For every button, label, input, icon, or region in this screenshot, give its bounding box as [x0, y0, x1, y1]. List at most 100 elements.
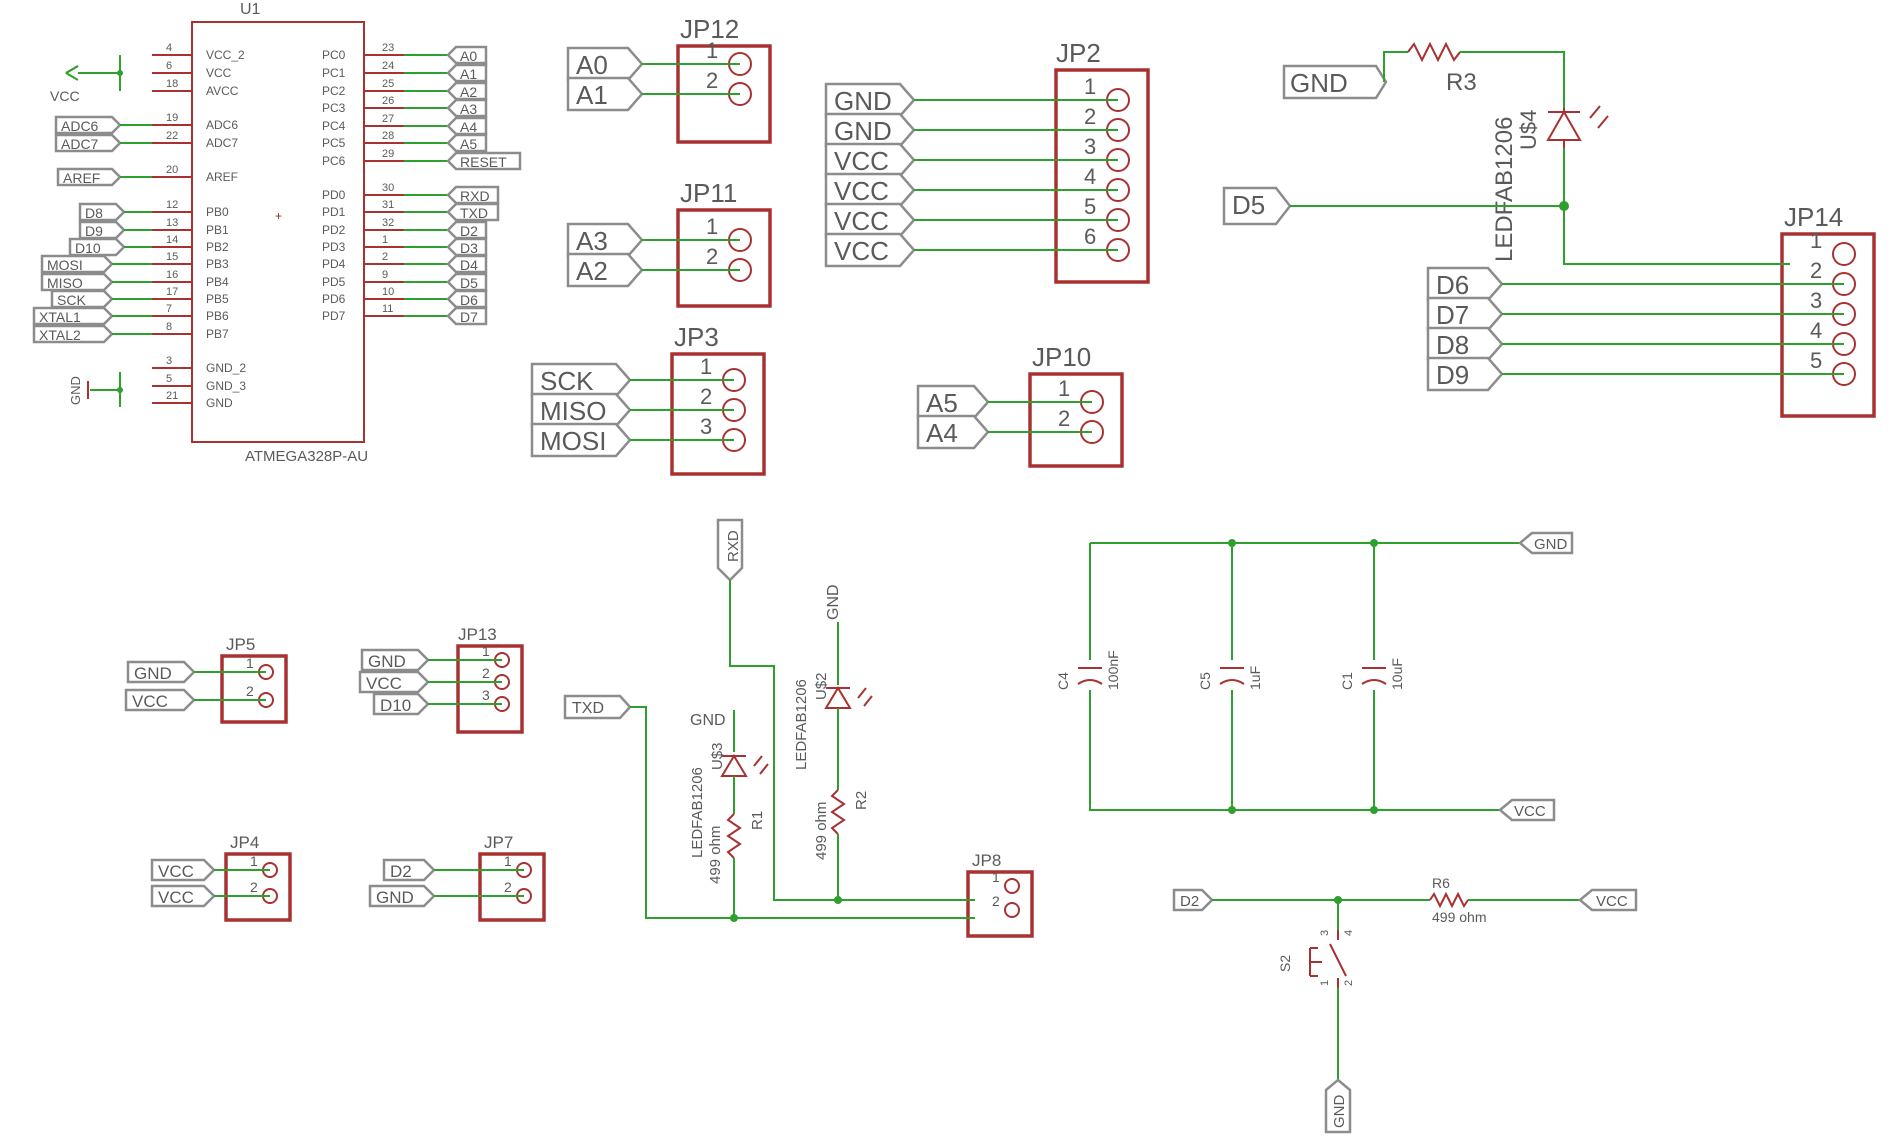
u1-ref: U1: [240, 1, 261, 18]
u1-pin-num: 18: [166, 78, 178, 90]
header-pin-num: 2: [706, 244, 718, 269]
u1-pin-num: 24: [382, 60, 394, 72]
header-pin-num: 1: [700, 354, 712, 379]
net-tag-a0: A0: [576, 50, 608, 80]
u2-name: LEDFAB1206: [793, 679, 810, 770]
header-pin-num: 6: [1084, 224, 1096, 249]
net-tag-a0: A0: [460, 48, 477, 64]
u1-pin-num: 21: [166, 390, 178, 402]
header-pin-num: 5: [1810, 348, 1822, 373]
u1-pin-num: 8: [166, 321, 172, 333]
net-tag-vcc: VCC: [834, 236, 889, 266]
u1-pin-name: PB7: [206, 327, 229, 341]
u1-pin-name: PB6: [206, 309, 229, 323]
u1-pin-num: 1: [382, 234, 388, 246]
caps-vcc-tag: VCC: [1514, 803, 1546, 820]
net-tag-d9: D9: [1436, 360, 1469, 390]
u1-pin-num: 22: [166, 130, 178, 142]
u1-pin-num: 17: [166, 286, 178, 298]
net-tag-reset: RESET: [460, 154, 507, 170]
r6-value: 499 ohm: [1432, 909, 1486, 925]
led-u4-name: LEDFAB1206: [1491, 117, 1518, 262]
gnd-tag-r3: GND: [1290, 68, 1348, 98]
cap-ref: C4: [1055, 672, 1071, 690]
header-pin-num: 2: [992, 893, 1000, 909]
net-tag-adc7: ADC7: [61, 136, 99, 152]
u1-pin-name: PB3: [206, 257, 229, 271]
u1-pin-name: VCC_2: [206, 48, 245, 62]
u1-pin-name: PB5: [206, 292, 229, 306]
header-ref: JP4: [230, 833, 259, 852]
u1-pin-name: PD3: [322, 240, 346, 254]
u1-pin-num: 29: [382, 148, 394, 160]
s2-pin-3: 3: [1319, 930, 1331, 936]
header-pin-num: 3: [1084, 134, 1096, 159]
net-tag-vcc: VCC: [834, 146, 889, 176]
u1-pin-name: PC6: [322, 154, 346, 168]
net-tag-vcc: VCC: [158, 862, 194, 881]
u1-pin-name: VCC: [206, 66, 232, 80]
net-tag-a2: A2: [460, 84, 477, 100]
u1-pin-num: 32: [382, 217, 394, 229]
net-tag-d10: D10: [380, 696, 411, 715]
header-pin-num: 2: [706, 68, 718, 93]
u1-pin-name: GND_3: [206, 379, 246, 393]
u1-pin-name: PB0: [206, 205, 229, 219]
net-tag-gnd: GND: [134, 664, 172, 683]
net-tag-xtal1: XTAL1: [39, 309, 81, 325]
header-pin-num: 3: [1810, 288, 1822, 313]
net-tag-sck: SCK: [57, 292, 86, 308]
u1-pin-num: 3: [166, 355, 172, 367]
net-tag-a3: A3: [576, 226, 608, 256]
net-tag-xtal2: XTAL2: [39, 327, 81, 343]
r1-value: 499 ohm: [707, 826, 724, 884]
u1-pin-num: 28: [382, 130, 394, 142]
net-tag-d6: D6: [1436, 270, 1469, 300]
u1-pin-name: PC5: [322, 136, 346, 150]
header-pin-num: 2: [1810, 258, 1822, 283]
u1-pin-num: 20: [166, 164, 178, 176]
net-tag-d8: D8: [85, 205, 103, 221]
u1-pin-num: 10: [382, 286, 394, 298]
header-pin-num: 2: [1084, 104, 1096, 129]
r2-value: 499 ohm: [813, 802, 830, 860]
u1-pin-num: 2: [382, 251, 388, 263]
net-tag-d8: D8: [1436, 330, 1469, 360]
large-headers: JP121A02A1JP111A32A2JP31SCK2MISO3MOSIJP1…: [530, 14, 1876, 476]
net-tag-rxd: RXD: [460, 188, 490, 204]
net-tag-mosi: MOSI: [47, 257, 83, 273]
u1-pin-num: 6: [166, 60, 172, 72]
net-tag-d3: D3: [460, 240, 478, 256]
net-tag-aref: AREF: [63, 170, 100, 186]
net-tag-vcc: VCC: [834, 176, 889, 206]
u1-pin-num: 27: [382, 113, 394, 125]
u1-pin-name: PD5: [322, 275, 346, 289]
net-tag-a1: A1: [460, 66, 477, 82]
svg-text:+: +: [275, 209, 282, 223]
u1-pin-name: PD0: [322, 188, 346, 202]
net-tag-vcc: VCC: [132, 692, 168, 711]
header-pin-num: 1: [1084, 74, 1096, 99]
header-pin-num: 1: [482, 643, 490, 659]
u1-pin-name: PD2: [322, 223, 346, 237]
gnd-label-u2: GND: [825, 584, 842, 620]
header-pin-num: 3: [700, 414, 712, 439]
u3-ref: U$3: [709, 742, 726, 770]
gnd-symbol-label: GND: [68, 376, 83, 405]
u1-pin-name: AREF: [206, 170, 238, 184]
u1-pin-name: PD1: [322, 205, 346, 219]
u1-pin-num: 23: [382, 42, 394, 54]
u1-pin-num: 15: [166, 251, 178, 263]
header-pin-num: 2: [700, 384, 712, 409]
net-tag-a5: A5: [926, 388, 958, 418]
header-pin-num: 1: [706, 214, 718, 239]
u1-pin-num: 11: [382, 303, 393, 315]
header-pin-num: 1: [250, 853, 258, 869]
